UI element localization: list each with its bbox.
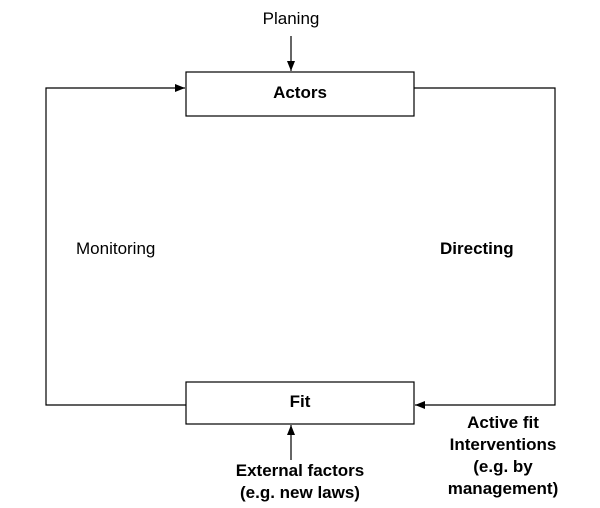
monitoring-label: Monitoring — [76, 239, 156, 258]
directing-path — [414, 87, 556, 409]
active-fit-line-2: Interventions — [449, 435, 557, 454]
fit-label: Fit — [289, 392, 311, 411]
active-fit-line-1: Active fit — [467, 413, 539, 432]
monitoring-path — [45, 84, 186, 406]
actors-box — [185, 71, 415, 117]
planing-label: Planing — [262, 9, 320, 28]
active-fit-line-4: management) — [447, 479, 559, 498]
active-fit-label: Active fit Interventions (e.g. by manage… — [428, 412, 578, 500]
external-factors-line-2: (e.g. new laws) — [240, 483, 360, 502]
external-factors-label: External factors (e.g. new laws) — [200, 460, 400, 504]
directing-label: Directing — [440, 239, 514, 258]
actors-label: Actors — [273, 83, 327, 102]
external-factors-line-1: External factors — [235, 461, 365, 480]
fit-box — [185, 381, 415, 425]
active-fit-line-3: (e.g. by — [473, 457, 533, 476]
